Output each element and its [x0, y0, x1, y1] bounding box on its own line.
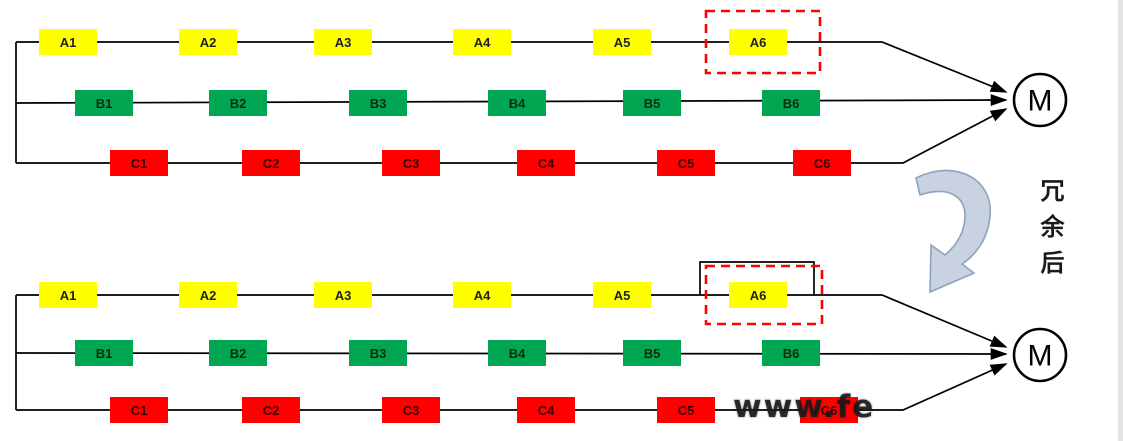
top-branch-c-wire [16, 108, 1008, 164]
bottom-cell-c5: C5 [657, 397, 715, 423]
bottom-cell-a6: A6 [729, 282, 787, 308]
top-cell-c1: C1 [110, 150, 168, 176]
top-cell-b3: B3 [349, 90, 407, 116]
bottom-branch-a-wire [16, 294, 1008, 348]
top-cell-c3: C3 [382, 150, 440, 176]
redundancy-transform-arrow-icon [915, 169, 991, 294]
bottom-cell-c1: C1 [110, 397, 168, 423]
bottom-cell-c6: C6 [800, 397, 858, 423]
top-cell-b6: B6 [762, 90, 820, 116]
bottom-cell-b5: B5 [623, 340, 681, 366]
bottom-a6-highlight-box [704, 264, 824, 326]
bottom-cell-a1: A1 [39, 282, 97, 308]
bottom-cell-c4: C4 [517, 397, 575, 423]
top-a6-highlight-box [704, 9, 822, 75]
top-cell-c2: C2 [242, 150, 300, 176]
top-cell-a5: A5 [593, 29, 651, 55]
top-motor-circle [1012, 72, 1068, 128]
top-cell-a3: A3 [314, 29, 372, 55]
top-cell-b5: B5 [623, 90, 681, 116]
bottom-branch-c-wire [16, 363, 1008, 411]
top-cell-a1: A1 [39, 29, 97, 55]
watermark-text: www.fe [733, 389, 876, 425]
bottom-cell-b1: B1 [75, 340, 133, 366]
top-cell-b2: B2 [209, 90, 267, 116]
top-cell-a6: A6 [729, 29, 787, 55]
bottom-motor-circle [1012, 327, 1068, 383]
top-cell-c4: C4 [517, 150, 575, 176]
bottom-cell-b3: B3 [349, 340, 407, 366]
top-cell-a2: A2 [179, 29, 237, 55]
redundancy-caption: 冗余后 [1036, 178, 1063, 286]
top-cell-b1: B1 [75, 90, 133, 116]
top-cell-b4: B4 [488, 90, 546, 116]
top-cell-a4: A4 [453, 29, 511, 55]
top-motor-label: M [1028, 85, 1053, 118]
bottom-a6-bypass-wire [699, 261, 815, 295]
bottom-cell-a5: A5 [593, 282, 651, 308]
bottom-cell-c3: C3 [382, 397, 440, 423]
bottom-cell-a2: A2 [179, 282, 237, 308]
bottom-cell-a3: A3 [314, 282, 372, 308]
bottom-motor-label: M [1028, 340, 1053, 373]
top-branch-a-wire [16, 41, 1008, 93]
bottom-cell-a4: A4 [453, 282, 511, 308]
top-cell-c6: C6 [793, 150, 851, 176]
bottom-cell-b2: B2 [209, 340, 267, 366]
page-edge-strip [1118, 0, 1123, 441]
bottom-cell-b4: B4 [488, 340, 546, 366]
bottom-cell-b6: B6 [762, 340, 820, 366]
bottom-cell-c2: C2 [242, 397, 300, 423]
top-cell-c5: C5 [657, 150, 715, 176]
